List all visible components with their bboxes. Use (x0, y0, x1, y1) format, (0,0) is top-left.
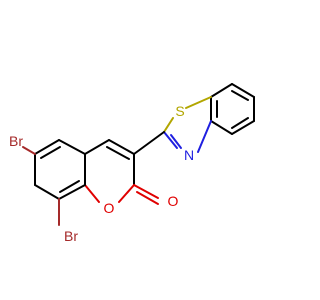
bond (84, 139, 110, 155)
bond (59, 180, 80, 193)
bromine-label-lower: Br (64, 228, 78, 244)
bond (58, 184, 86, 200)
bond (34, 139, 60, 155)
bond (231, 120, 255, 135)
bond (40, 146, 61, 159)
bond (58, 139, 86, 155)
bond (136, 191, 159, 205)
bond (163, 131, 178, 149)
bond (106, 146, 130, 160)
bond (231, 90, 249, 101)
molecule-structure-diagram: Br Br O O S N (9, 83, 255, 244)
ring-oxygen-label: O (104, 200, 115, 216)
bond (170, 134, 182, 149)
bond (185, 96, 212, 109)
bond (34, 184, 60, 200)
bond (210, 83, 233, 98)
bond (118, 184, 135, 203)
bond (22, 146, 36, 155)
sulfur-label: S (175, 103, 184, 119)
bond (197, 120, 212, 153)
bond (133, 184, 159, 199)
bromine-label-upper: Br (9, 133, 23, 149)
bond (231, 117, 249, 129)
nitrogen-label: N (184, 147, 194, 163)
carbonyl-oxygen-label: O (168, 193, 179, 209)
bond (163, 117, 174, 133)
bond (231, 83, 255, 98)
bond (84, 184, 100, 203)
bond-layer (22, 83, 255, 226)
bond (108, 139, 135, 155)
bond (133, 131, 165, 155)
atom-label-layer: Br Br O O S N (9, 103, 194, 244)
bond (210, 120, 233, 135)
